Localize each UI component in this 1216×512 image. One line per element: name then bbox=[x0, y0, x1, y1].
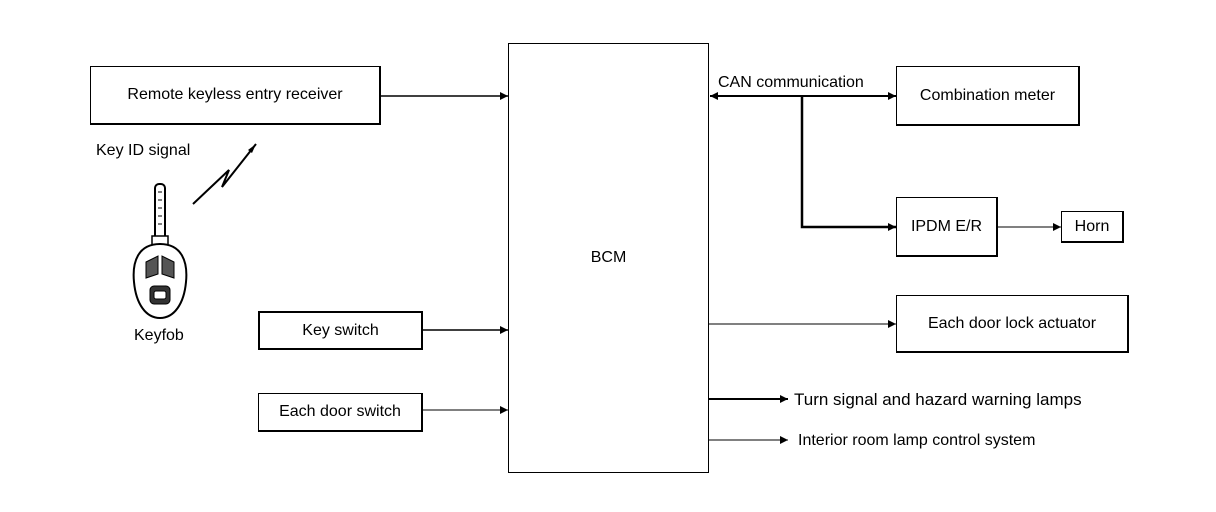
ipdm-block: IPDM E/R bbox=[896, 197, 998, 257]
horn-label: Horn bbox=[1074, 217, 1110, 235]
key-switch-label: Key switch bbox=[302, 321, 379, 339]
door-lock-actuator-block: Each door lock actuator bbox=[896, 295, 1129, 353]
turn-signal-label: Turn signal and hazard warning lamps bbox=[794, 390, 1082, 409]
door-switch-label: Each door switch bbox=[279, 403, 401, 420]
keyfob-label: Keyfob bbox=[134, 327, 184, 344]
combination-meter-label: Combination meter bbox=[919, 86, 1056, 104]
key-id-signal-label: Key ID signal bbox=[96, 142, 191, 159]
wireless-signal-icon bbox=[192, 143, 257, 205]
horn-block: Horn bbox=[1061, 211, 1124, 243]
combination-meter-block: Combination meter bbox=[896, 66, 1080, 126]
can-communication-label: CAN communication bbox=[718, 74, 864, 91]
keyfob-icon bbox=[132, 183, 188, 320]
ipdm-label: IPDM E/R bbox=[910, 217, 983, 235]
door-switch-block: Each door switch bbox=[258, 393, 423, 432]
key-switch-block: Key switch bbox=[258, 311, 423, 350]
door-lock-actuator-label: Each door lock actuator bbox=[927, 314, 1097, 332]
bcm-block: BCM bbox=[508, 43, 709, 473]
wire-can-to-ipdm bbox=[800, 96, 896, 231]
bcm-label: BCM bbox=[590, 249, 627, 266]
interior-lamp-label: Interior room lamp control system bbox=[798, 432, 1036, 449]
remote-keyless-entry-receiver-block: Remote keyless entry receiver bbox=[90, 66, 381, 125]
remote-keyless-entry-receiver-label: Remote keyless entry receiver bbox=[127, 86, 343, 103]
